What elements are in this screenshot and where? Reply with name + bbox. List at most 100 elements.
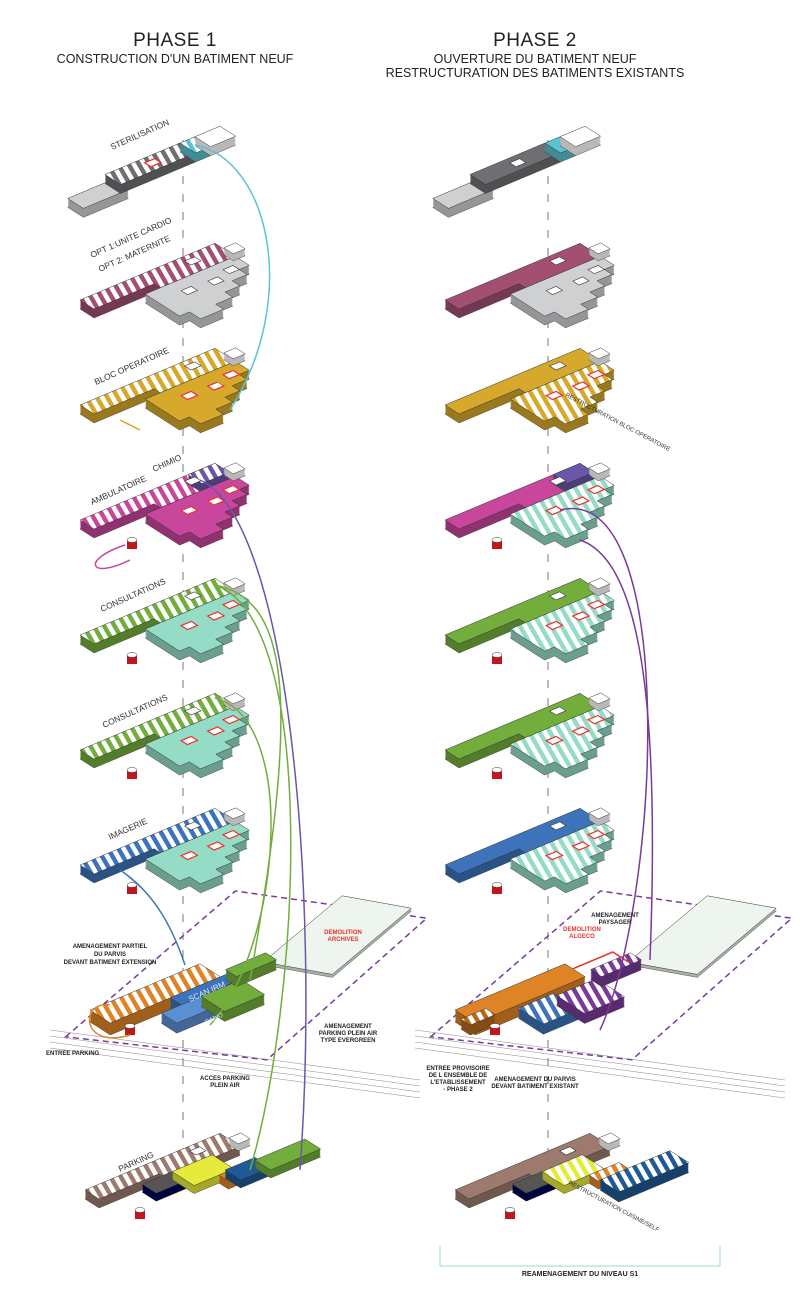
annotation-line: ALGECO: [569, 934, 595, 940]
parking-blue-hatched: [599, 1150, 690, 1203]
parking-green: [254, 1138, 322, 1179]
slab-top: [509, 361, 615, 425]
shaft-opening: [179, 390, 199, 401]
shaft-opening: [544, 850, 564, 861]
s1-bracket: [439, 1245, 721, 1267]
annotation-line: ARCHIVES: [327, 937, 358, 943]
phase1-subtitle: CONSTRUCTION D'UN BATIMENT NEUF: [56, 52, 294, 66]
floor-ambulatoire-chimio: [187, 463, 230, 493]
annotation-line: AMENAGEMENT: [324, 1024, 372, 1030]
parking-bar: [84, 1133, 241, 1209]
cylinder-core: [504, 1207, 516, 1219]
floor-opt-bar: [79, 243, 236, 319]
shaft-opening: [545, 286, 564, 295]
cylinder-top: [491, 537, 503, 543]
cylinder-body: [492, 770, 502, 779]
slab-top: [509, 821, 615, 885]
cylinder-body: [490, 1026, 500, 1035]
stair-core: [588, 692, 611, 712]
annotation-amenagement-parking: AMENAGEMENT PARKING PLEIN AIR TYPE EVERG…: [319, 1024, 378, 1044]
slab-top: [223, 462, 246, 475]
floor-bloc-wing: [509, 361, 615, 434]
cylinder-top: [491, 882, 503, 888]
annotation-entree-provisoire: ENTREE PROVISOIRE DE L ENSEMBLE DE L'ETA…: [426, 1066, 489, 1093]
stair-core: [598, 1132, 621, 1152]
shaft-opening: [206, 611, 226, 621]
stair-core: [588, 807, 611, 827]
shaft-opening: [586, 714, 606, 725]
cylinder-top: [126, 882, 138, 888]
cylinder-body: [505, 1210, 515, 1219]
slab-top: [223, 807, 246, 820]
sterilisation-annex: [67, 179, 129, 218]
slab-top: [588, 347, 611, 360]
phase1-title: PHASE 1: [133, 30, 217, 51]
stair-core: [588, 242, 611, 262]
annotation-line: AMENAGEMENT PARTIEL: [73, 944, 148, 950]
cylinder-core: [491, 652, 503, 664]
cylinder-top: [124, 1023, 136, 1029]
slab-top: [144, 591, 250, 655]
slab-top: [627, 895, 777, 975]
slab-top: [223, 692, 246, 705]
slab-top: [509, 256, 615, 320]
flow-arrow: [199, 479, 307, 1171]
slab-top: [509, 591, 615, 655]
shaft-opening: [572, 276, 590, 286]
shaft-opening: [586, 484, 606, 495]
annotation-line: DEMOLITION: [324, 930, 362, 936]
shaft-opening: [184, 591, 202, 601]
road-line: [49, 1035, 421, 1087]
road-line: [414, 1035, 786, 1087]
slab-top: [588, 462, 611, 475]
annotation-line: DEVANT BATIMENT EXISTANT: [491, 1084, 579, 1090]
shaft-opening: [179, 505, 199, 516]
annotation-reamenagement: REAMENAGEMENT DU NIVEAU S1: [521, 1271, 639, 1278]
annotation-line: ENTREE PROVISOIRE: [426, 1066, 489, 1072]
shaft-opening: [221, 484, 241, 495]
shaft-opening: [184, 706, 202, 716]
phase2-subtitle-2: RESTRUCTURATION DES BATIMENTS EXISTANTS: [385, 66, 685, 80]
shaft-opening: [571, 381, 591, 391]
stair-core: [228, 1132, 251, 1152]
restructured-purple: [555, 978, 626, 1024]
cylinder-core: [489, 1023, 501, 1035]
shaft-opening: [571, 496, 591, 506]
slab-top: [590, 952, 643, 977]
shaft-opening: [221, 599, 241, 610]
shaft-opening: [549, 361, 567, 371]
shaft-opening: [509, 158, 527, 168]
floors: [49, 125, 794, 1219]
annotation-line: PLEIN AIR: [210, 1083, 240, 1089]
sterilisation-white: [559, 125, 602, 156]
slab-top: [223, 347, 246, 360]
phase2-subtitle-1: OUVERTURE DU BATIMENT NEUF: [433, 52, 637, 66]
cylinder-body: [125, 1026, 135, 1035]
stair-core: [588, 462, 611, 482]
shaft-opening: [189, 1146, 207, 1156]
slab-top: [144, 821, 250, 885]
slab-top: [559, 125, 602, 147]
cylinder-body: [492, 655, 502, 664]
stair-core: [223, 692, 246, 712]
shaft-opening: [544, 505, 564, 516]
floor-consultations-1-wing: [509, 591, 615, 664]
shaft-opening: [571, 841, 591, 851]
cylinder-top: [126, 652, 138, 658]
slab-top: [144, 361, 250, 425]
annotation-line: DE L ENSEMBLE DE: [429, 1073, 488, 1079]
flow-arrow: [88, 1004, 131, 1039]
cylinder-top: [491, 767, 503, 773]
slab-top: [588, 807, 611, 820]
sterilisation-annex: [432, 179, 494, 218]
green-block-2: [225, 952, 278, 987]
extension-building: [89, 963, 221, 1036]
label-imagerie: IMAGERIE: [107, 816, 149, 842]
annotation-line: L'ETABLISSEMENT: [430, 1080, 486, 1086]
cylinder-body: [127, 540, 137, 549]
shaft-opening: [587, 265, 605, 275]
annotation-line: AMENAGEMENT: [591, 913, 639, 919]
flow-arrow: [194, 144, 271, 411]
flow-arrow: [119, 419, 141, 431]
annotation-line: AMENAGEMENT DU PARVIS: [494, 1077, 575, 1083]
